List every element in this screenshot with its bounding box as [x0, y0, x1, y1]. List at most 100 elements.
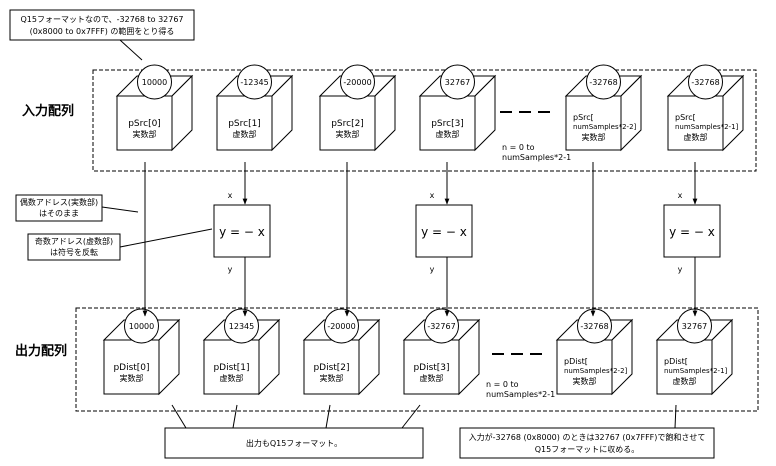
input-range-note-line2: numSamples*2-1: [502, 153, 571, 162]
element-name: pDist[1]: [213, 363, 249, 373]
negate-label: y = − x: [669, 225, 715, 239]
even-address-note: 偶数アドレス(実数部) はそのまま: [15, 194, 103, 222]
value-label: 32767: [445, 78, 470, 87]
saturation-note-line1: 入力が-32768 (0x8000) のときは32767 (0x7FFF)で飽和…: [469, 432, 706, 442]
value-circle: [137, 64, 172, 100]
output-note-pointer-1: [171, 404, 187, 429]
element-name: pSrc[1]: [228, 119, 261, 129]
output-cubes-3: -32767 pDist[3]虚数部: [402, 308, 481, 396]
saturation-note-line2: Q15フォーマットに収める。: [535, 444, 639, 454]
even-note-line2: はそのまま: [39, 209, 79, 218]
negate-input-label: x: [678, 191, 683, 200]
output-cubes-2: -20000 pDist[2]実数部: [302, 308, 381, 396]
cube-front-face: [303, 339, 360, 395]
saturation-note: 入力が-32768 (0x8000) のときは32767 (0x7FFF)で飽和…: [459, 427, 715, 459]
input-cubes-0: 10000 pSrc[0]実数部: [115, 64, 194, 152]
negate-box: [663, 204, 721, 258]
element-kind: 虚数部: [233, 129, 257, 139]
negate-box: [213, 204, 271, 258]
element-kind: 実数部: [133, 129, 157, 139]
cube-front-face: [656, 339, 713, 395]
input-row-frame: [92, 69, 757, 172]
negate-box: [415, 204, 473, 258]
negate-input-label: x: [430, 191, 435, 200]
element-name: pDist[0]: [113, 363, 149, 373]
value-label: -12345: [240, 78, 268, 87]
value-label: 12345: [229, 322, 254, 331]
element-kind: 虚数部: [436, 129, 460, 139]
element-name: pDist[2]: [313, 363, 349, 373]
cube-front-face: [103, 339, 160, 395]
cube-front-face: [203, 339, 260, 395]
value-label: -32768: [580, 322, 608, 331]
input-cubes-2: -20000 pSrc[2]実数部: [318, 64, 397, 152]
input-cubes-1: -12345 pSrc[1]虚数部: [215, 64, 294, 152]
cube-front-face: [216, 95, 273, 151]
output-note-pointer-2: [232, 404, 238, 429]
input-array-label: 入力配列: [22, 103, 74, 119]
negate-output-label: y: [430, 265, 435, 274]
odd-note-line1: 奇数アドレス(虚数部): [35, 236, 113, 246]
odd-note-pointer: [119, 228, 213, 248]
negate-output-label: y: [678, 265, 683, 274]
element-kind: 実数部: [320, 373, 344, 383]
cube-front-face: [565, 95, 622, 151]
element-kind: 実数部: [573, 376, 597, 386]
element-kind: 虚数部: [420, 373, 444, 383]
element-name: pSrc[0]: [128, 119, 161, 129]
value-circle: [586, 64, 621, 100]
element-name-line2: numSamples*2-1]: [664, 367, 728, 375]
negate-input-label: x: [228, 191, 233, 200]
even-note-line1: 偶数アドレス(実数部): [20, 197, 98, 207]
input-range-note-line1: n = 0 to: [502, 143, 535, 152]
output-cubes: 10000pDist[0]実数部12345pDist[1]虚数部-20000pD…: [102, 308, 734, 396]
q15-range-note: Q15フォーマットなので、-32768 to 32767 (0x8000 to …: [9, 9, 195, 41]
value-label: -20000: [327, 322, 355, 331]
negate-block-1: y = − xxy: [415, 162, 473, 317]
cube-front-face: [667, 95, 724, 151]
element-kind: 実数部: [336, 129, 360, 139]
q15-note-pointer: [119, 39, 143, 61]
value-circle: [237, 64, 272, 100]
output-range-note-line1: n = 0 to: [486, 380, 519, 389]
value-label: -32767: [427, 322, 455, 331]
output-note-pointer-3: [325, 404, 331, 429]
element-name: pSrc[2]: [331, 119, 364, 129]
value-circle: [424, 308, 459, 344]
output-note-pointer-4: [401, 404, 421, 429]
value-label: 10000: [129, 322, 154, 331]
element-name-line1: pSrc[: [675, 113, 696, 122]
input-cubes: 10000pSrc[0]実数部-12345pSrc[1]虚数部-20000pSr…: [115, 64, 745, 152]
value-label: 10000: [142, 78, 167, 87]
value-label: -20000: [343, 78, 371, 87]
element-name-line2: numSamples*2-2]: [564, 367, 628, 375]
negate-label: y = − x: [219, 225, 265, 239]
element-name-line2: numSamples*2-1]: [675, 123, 739, 131]
value-circle: [224, 308, 259, 344]
value-circle: [340, 64, 375, 100]
output-array-label: 出力配列: [15, 343, 67, 359]
element-kind: 実数部: [120, 373, 144, 383]
value-circle: [577, 308, 612, 344]
element-name-line1: pDist[: [664, 357, 688, 366]
element-name-line1: pSrc[: [573, 113, 594, 122]
value-circle: [440, 64, 475, 100]
value-circle: [324, 308, 359, 344]
negate-block-2: y = − x x y: [663, 162, 721, 317]
negate-block-0: y = − xxy: [213, 162, 271, 317]
value-label: -32768: [589, 78, 617, 87]
cube-front-face: [116, 95, 173, 151]
output-cubes-0: 10000 pDist[0]実数部: [102, 308, 181, 396]
even-note-pointer: [101, 206, 139, 213]
cube-front-face: [403, 339, 460, 395]
odd-address-note: 奇数アドレス(虚数部) は符号を反転: [27, 233, 121, 261]
element-name: pDist[3]: [413, 363, 449, 373]
value-label: 32767: [682, 322, 707, 331]
value-label: -32768: [691, 78, 719, 87]
